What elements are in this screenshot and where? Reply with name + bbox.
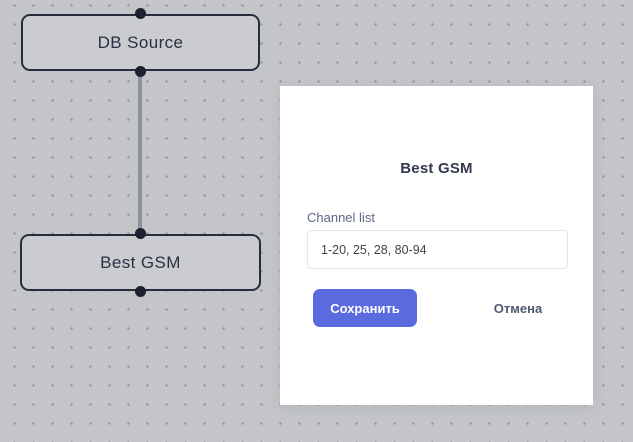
port-handle-bottom[interactable] <box>135 286 146 297</box>
node-label: DB Source <box>98 33 184 53</box>
port-handle-bottom[interactable] <box>135 66 146 77</box>
port-handle-top[interactable] <box>135 228 146 239</box>
save-button[interactable]: Сохранить <box>313 289 417 327</box>
node-db-source[interactable]: DB Source <box>21 14 260 71</box>
edge-connector[interactable] <box>138 71 142 237</box>
channel-list-label: Channel list <box>307 210 375 225</box>
port-handle-top[interactable] <box>135 8 146 19</box>
channel-list-input[interactable] <box>307 230 568 269</box>
cancel-button[interactable]: Отмена <box>468 289 568 327</box>
node-settings-panel: Best GSM Channel list Сохранить Отмена <box>280 86 593 405</box>
node-label: Best GSM <box>100 253 181 273</box>
panel-title: Best GSM <box>280 160 593 177</box>
node-best-gsm[interactable]: Best GSM <box>20 234 261 291</box>
